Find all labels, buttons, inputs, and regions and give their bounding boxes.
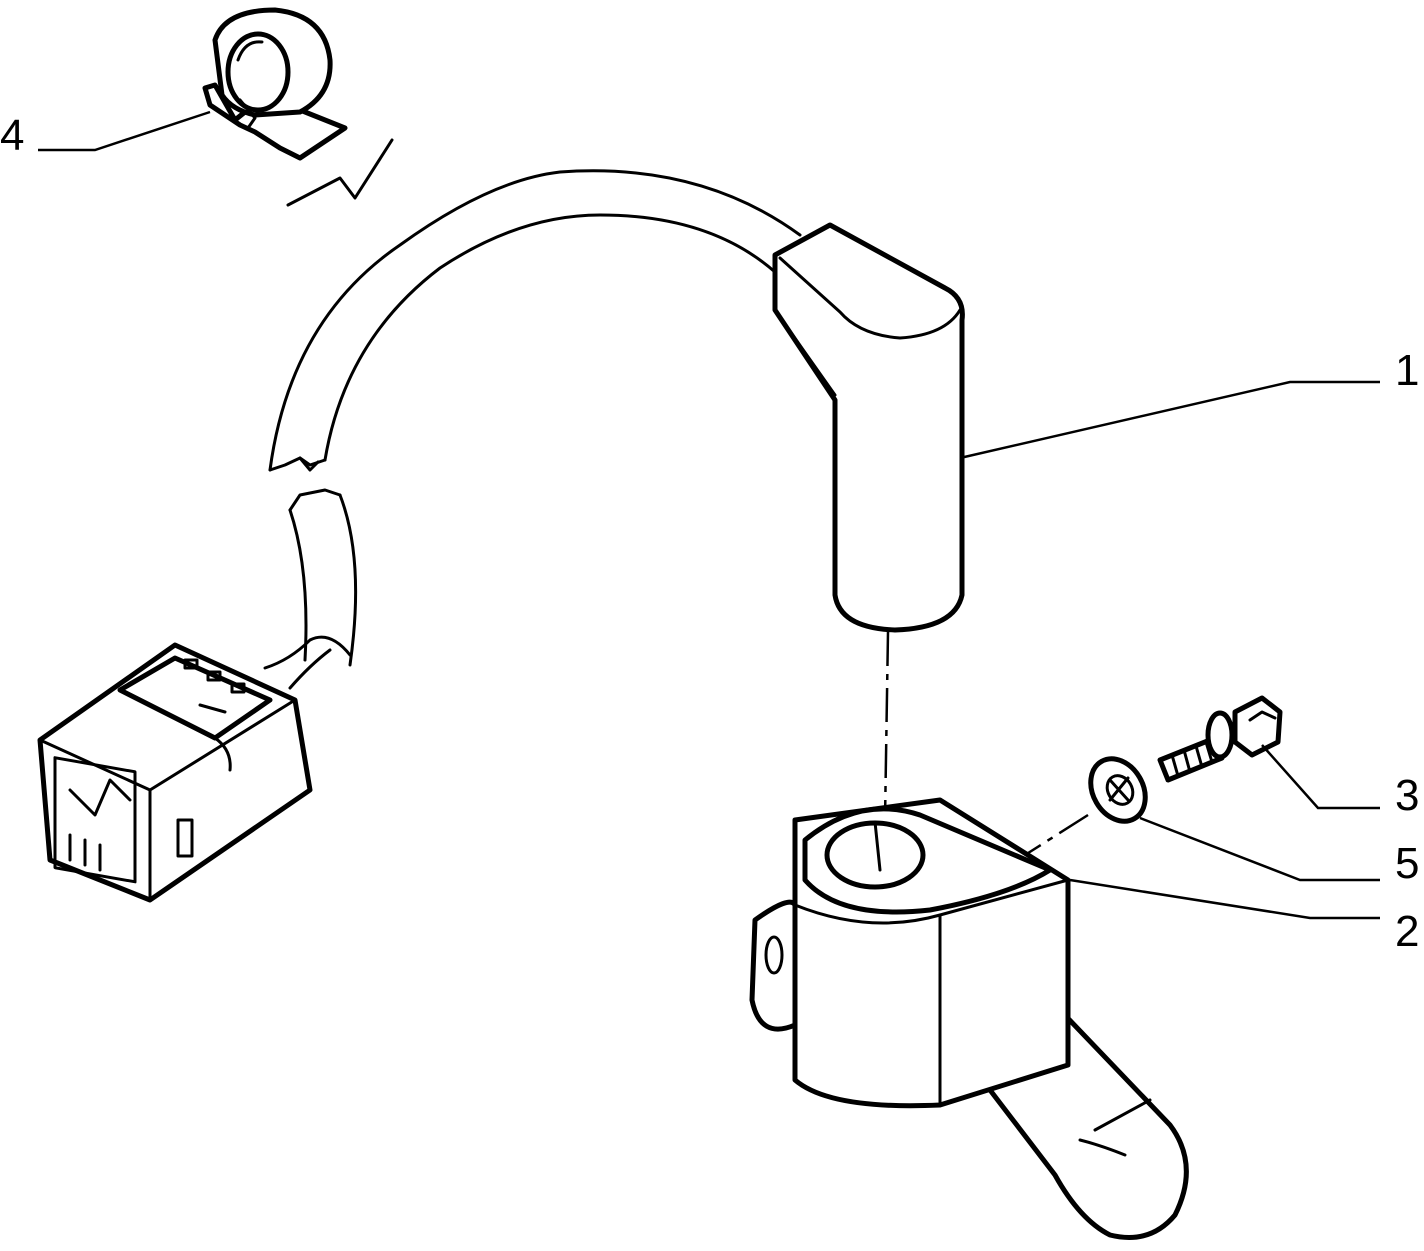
washer-icon: [1088, 756, 1148, 824]
connector-icon: [37, 642, 313, 903]
leader-line-1: [959, 380, 1380, 460]
cable-clip-icon: [202, 7, 348, 161]
mounting-bracket-icon: [749, 797, 1189, 1240]
bolt-axis-line: [1024, 813, 1089, 857]
leader-line-5: [1139, 816, 1380, 882]
sensor-cable-icon: [263, 169, 965, 690]
callout-1: 1: [1395, 346, 1419, 395]
bolt-icon: [1157, 695, 1283, 783]
assembly-axis-line: [883, 631, 890, 821]
callout-4: 4: [0, 111, 24, 160]
callout-2: 2: [1395, 907, 1419, 956]
leader-line-3: [1261, 744, 1380, 810]
cable-break-icon: [286, 138, 394, 207]
callout-5: 5: [1395, 839, 1419, 888]
callout-3: 3: [1395, 771, 1419, 820]
leader-line-4: [38, 110, 211, 152]
leader-line-2: [1069, 878, 1380, 920]
